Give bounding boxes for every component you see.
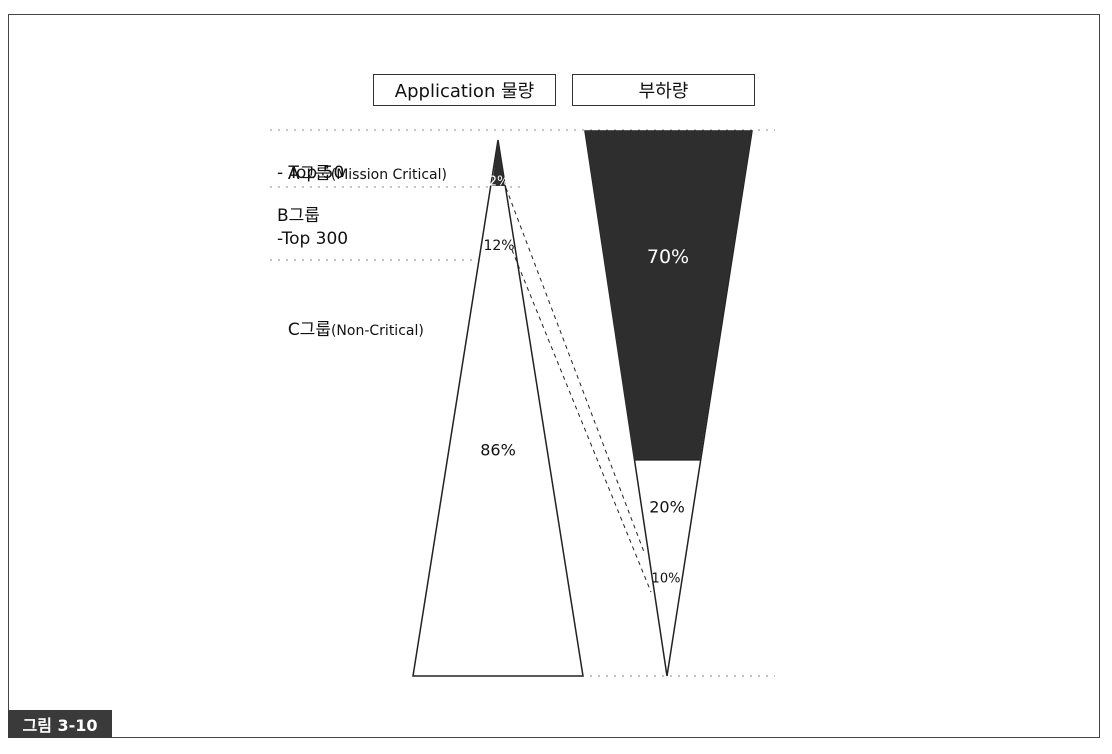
application-pyramid: [412, 139, 584, 677]
application-c-share: 86%: [480, 440, 516, 460]
application-b-share: 12%: [483, 238, 515, 254]
group-a-note: (Mission Critical): [330, 167, 447, 183]
group-c-name: C그룹: [287, 320, 331, 340]
group-b-name: B그룹: [277, 206, 320, 226]
application-volume-header: Application 물량: [373, 74, 556, 106]
load-a-share: 70%: [646, 246, 690, 268]
application-a-share: 2%: [488, 174, 510, 190]
group-a-label: A그룹(Mission Critical): [277, 138, 447, 187]
group-c-note: (Non-Critical): [330, 323, 424, 339]
figure-frame: [8, 14, 1100, 738]
group-b-detail: -Top 300: [277, 229, 349, 249]
connector-b-to-load: [511, 249, 652, 593]
load-c-share: 10%: [651, 571, 681, 587]
figure-caption: 그림 3-10: [8, 710, 112, 738]
group-a-name: A그룹: [287, 164, 331, 184]
load-a-segment: [585, 131, 752, 460]
connector-a-to-load: [505, 187, 645, 553]
application-a-segment: [492, 140, 505, 186]
group-a-detail: - Top 50: [277, 163, 345, 183]
load-volume-header: 부하량: [572, 74, 755, 106]
group-c-label: C그룹(Non-Critical): [277, 294, 424, 343]
load-b-share: 20%: [649, 497, 685, 517]
